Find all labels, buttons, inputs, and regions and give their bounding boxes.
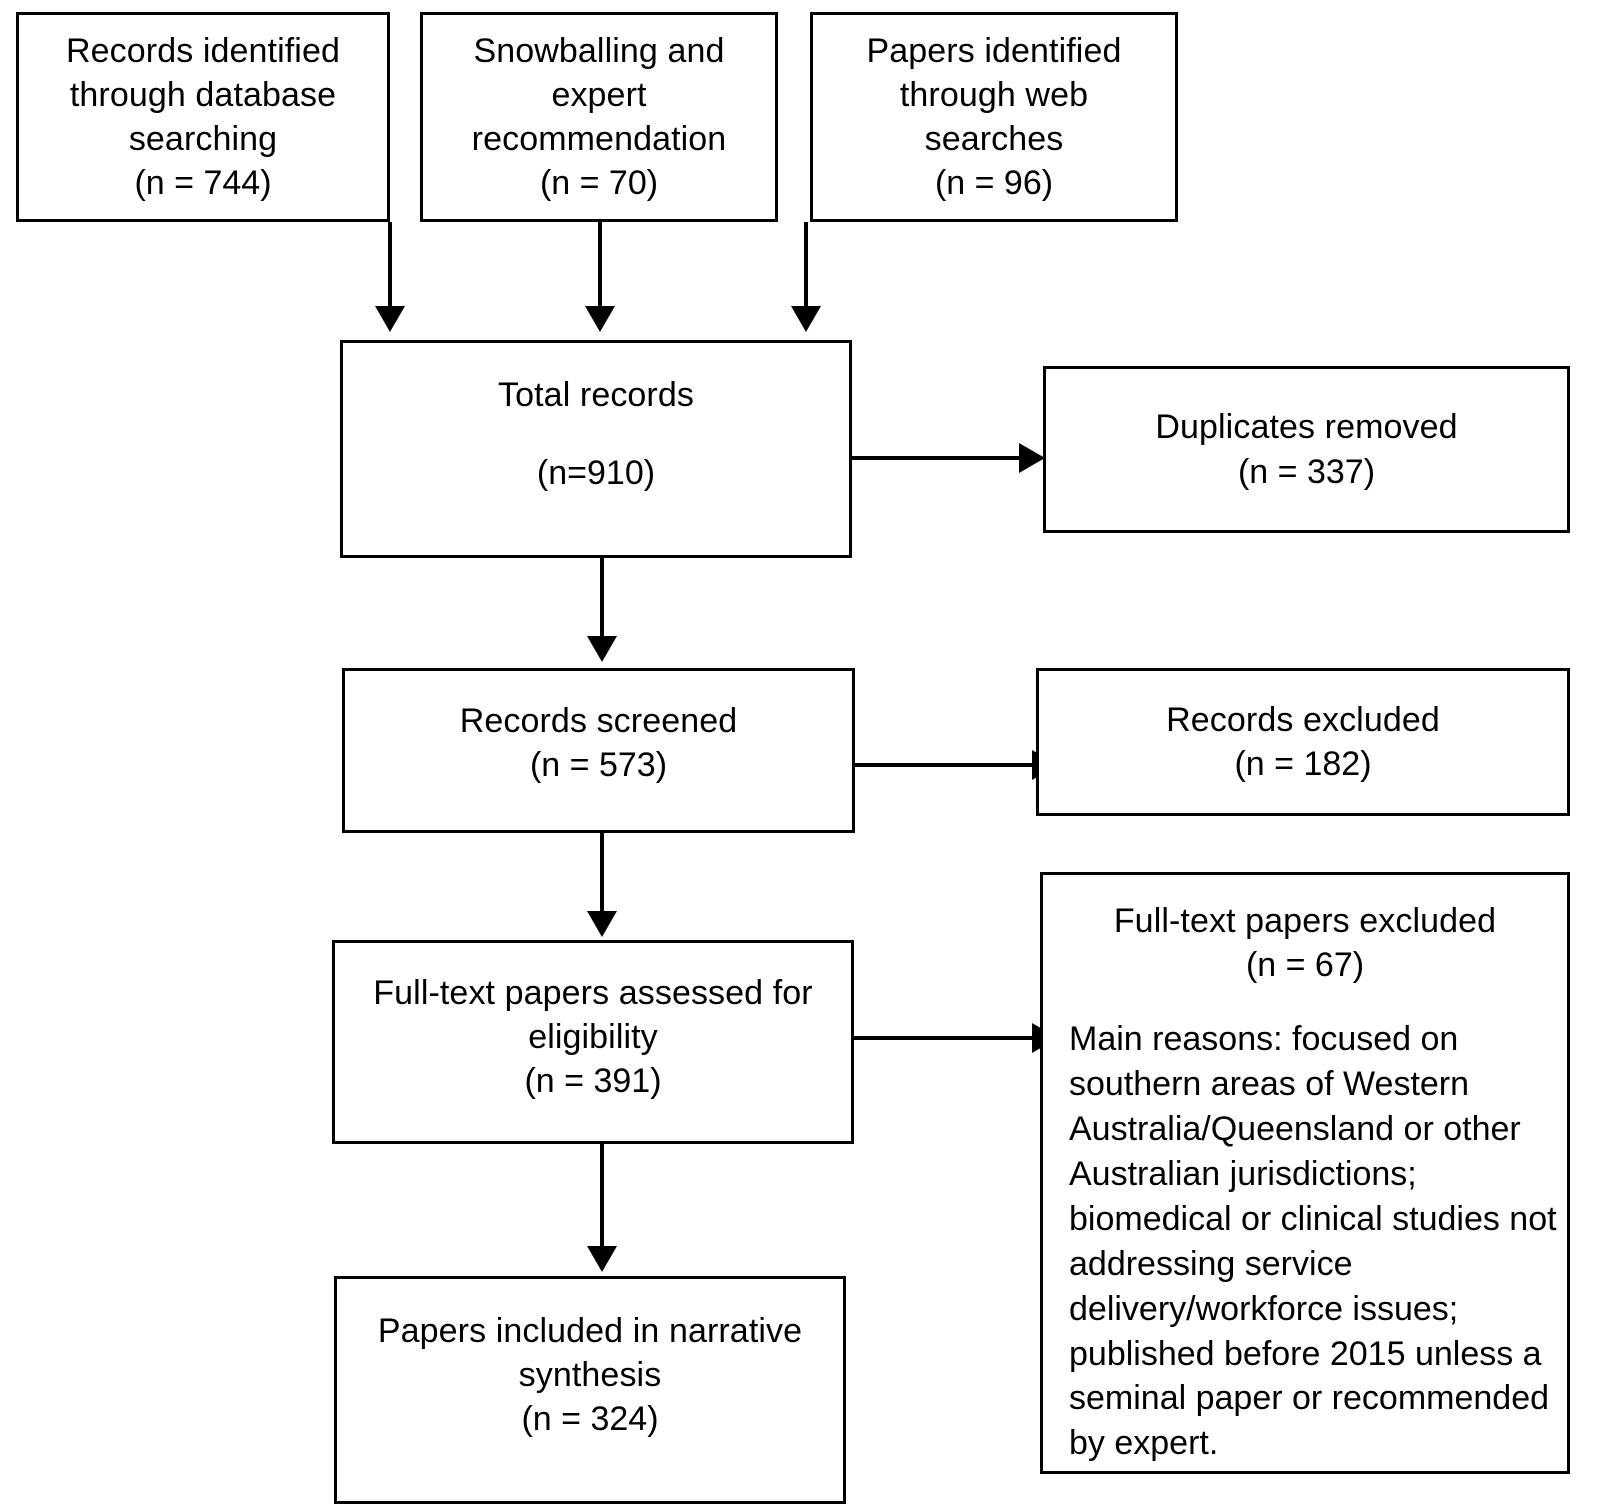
node-records-excluded: Records excluded (n = 182) bbox=[1036, 668, 1570, 816]
node-count: (n = 337) bbox=[1237, 452, 1376, 491]
connector-line-database-to-total bbox=[388, 222, 392, 310]
connector-arrow-total-to-screened bbox=[587, 636, 617, 662]
node-total-records: Total records (n=910) bbox=[340, 340, 852, 558]
connector-line-fulltext-to-included bbox=[600, 1144, 604, 1248]
node-count: (n = 67) bbox=[1245, 946, 1365, 985]
connector-arrow-database-to-total bbox=[375, 306, 405, 332]
connector-line-screened-to-fulltext bbox=[600, 833, 604, 913]
node-label: Duplicates removed bbox=[1155, 408, 1458, 447]
node-label: Records screened bbox=[459, 702, 738, 740]
node-label: Papers included in narrative synthesis bbox=[377, 1312, 803, 1395]
connector-line-screened-to-excluded bbox=[855, 763, 1037, 767]
node-label: Snowballing and expert recommendation bbox=[471, 31, 727, 158]
node-fulltext-assessed: Full-text papers assessed for eligibilit… bbox=[332, 940, 854, 1144]
connector-arrow-web-to-total bbox=[791, 306, 821, 332]
connector-line-web-to-total bbox=[804, 222, 808, 310]
node-count: (n = 96) bbox=[934, 164, 1054, 203]
node-label: Records identified through database sear… bbox=[66, 31, 340, 158]
node-duplicates-removed: Duplicates removed (n = 337) bbox=[1043, 366, 1570, 533]
node-label: Full-text papers excluded bbox=[1113, 902, 1497, 940]
connector-arrow-screened-to-fulltext bbox=[587, 911, 617, 937]
node-snowballing-expert-recommendation: Snowballing and expert recommendation (n… bbox=[420, 12, 778, 222]
node-exclusion-reasons: Main reasons: focused on southern areas … bbox=[1069, 1020, 1557, 1463]
node-label: Full-text papers assessed for eligibilit… bbox=[373, 974, 813, 1057]
node-count: (n = 182) bbox=[1234, 745, 1372, 783]
node-count: (n=910) bbox=[536, 454, 656, 493]
node-count: (n = 324) bbox=[521, 1400, 659, 1439]
connector-line-snowballing-to-total bbox=[598, 222, 602, 310]
node-papers-included: Papers included in narrative synthesis (… bbox=[334, 1276, 846, 1504]
connector-arrow-total-to-duplicates bbox=[1019, 443, 1045, 473]
node-count: (n = 391) bbox=[524, 1062, 662, 1101]
node-label: Papers identified through web searches bbox=[866, 31, 1122, 158]
node-count: (n = 573) bbox=[529, 746, 668, 785]
node-count: (n = 744) bbox=[134, 164, 272, 203]
connector-line-fulltext-to-excluded bbox=[854, 1036, 1036, 1040]
node-label: Records excluded bbox=[1166, 700, 1440, 739]
connector-line-total-to-duplicates bbox=[852, 456, 1024, 460]
node-label: Total records bbox=[498, 376, 694, 414]
connector-arrow-snowballing-to-total bbox=[585, 306, 615, 332]
node-papers-identified-web: Papers identified through web searches (… bbox=[810, 12, 1178, 222]
node-records-identified-database: Records identified through database sear… bbox=[16, 12, 390, 222]
node-records-screened: Records screened (n = 573) bbox=[342, 668, 855, 833]
connector-arrow-fulltext-to-included bbox=[587, 1246, 617, 1272]
connector-line-total-to-screened bbox=[600, 558, 604, 638]
node-count: (n = 70) bbox=[539, 164, 659, 203]
node-fulltext-excluded: Full-text papers excluded (n = 67) Main … bbox=[1040, 872, 1570, 1474]
